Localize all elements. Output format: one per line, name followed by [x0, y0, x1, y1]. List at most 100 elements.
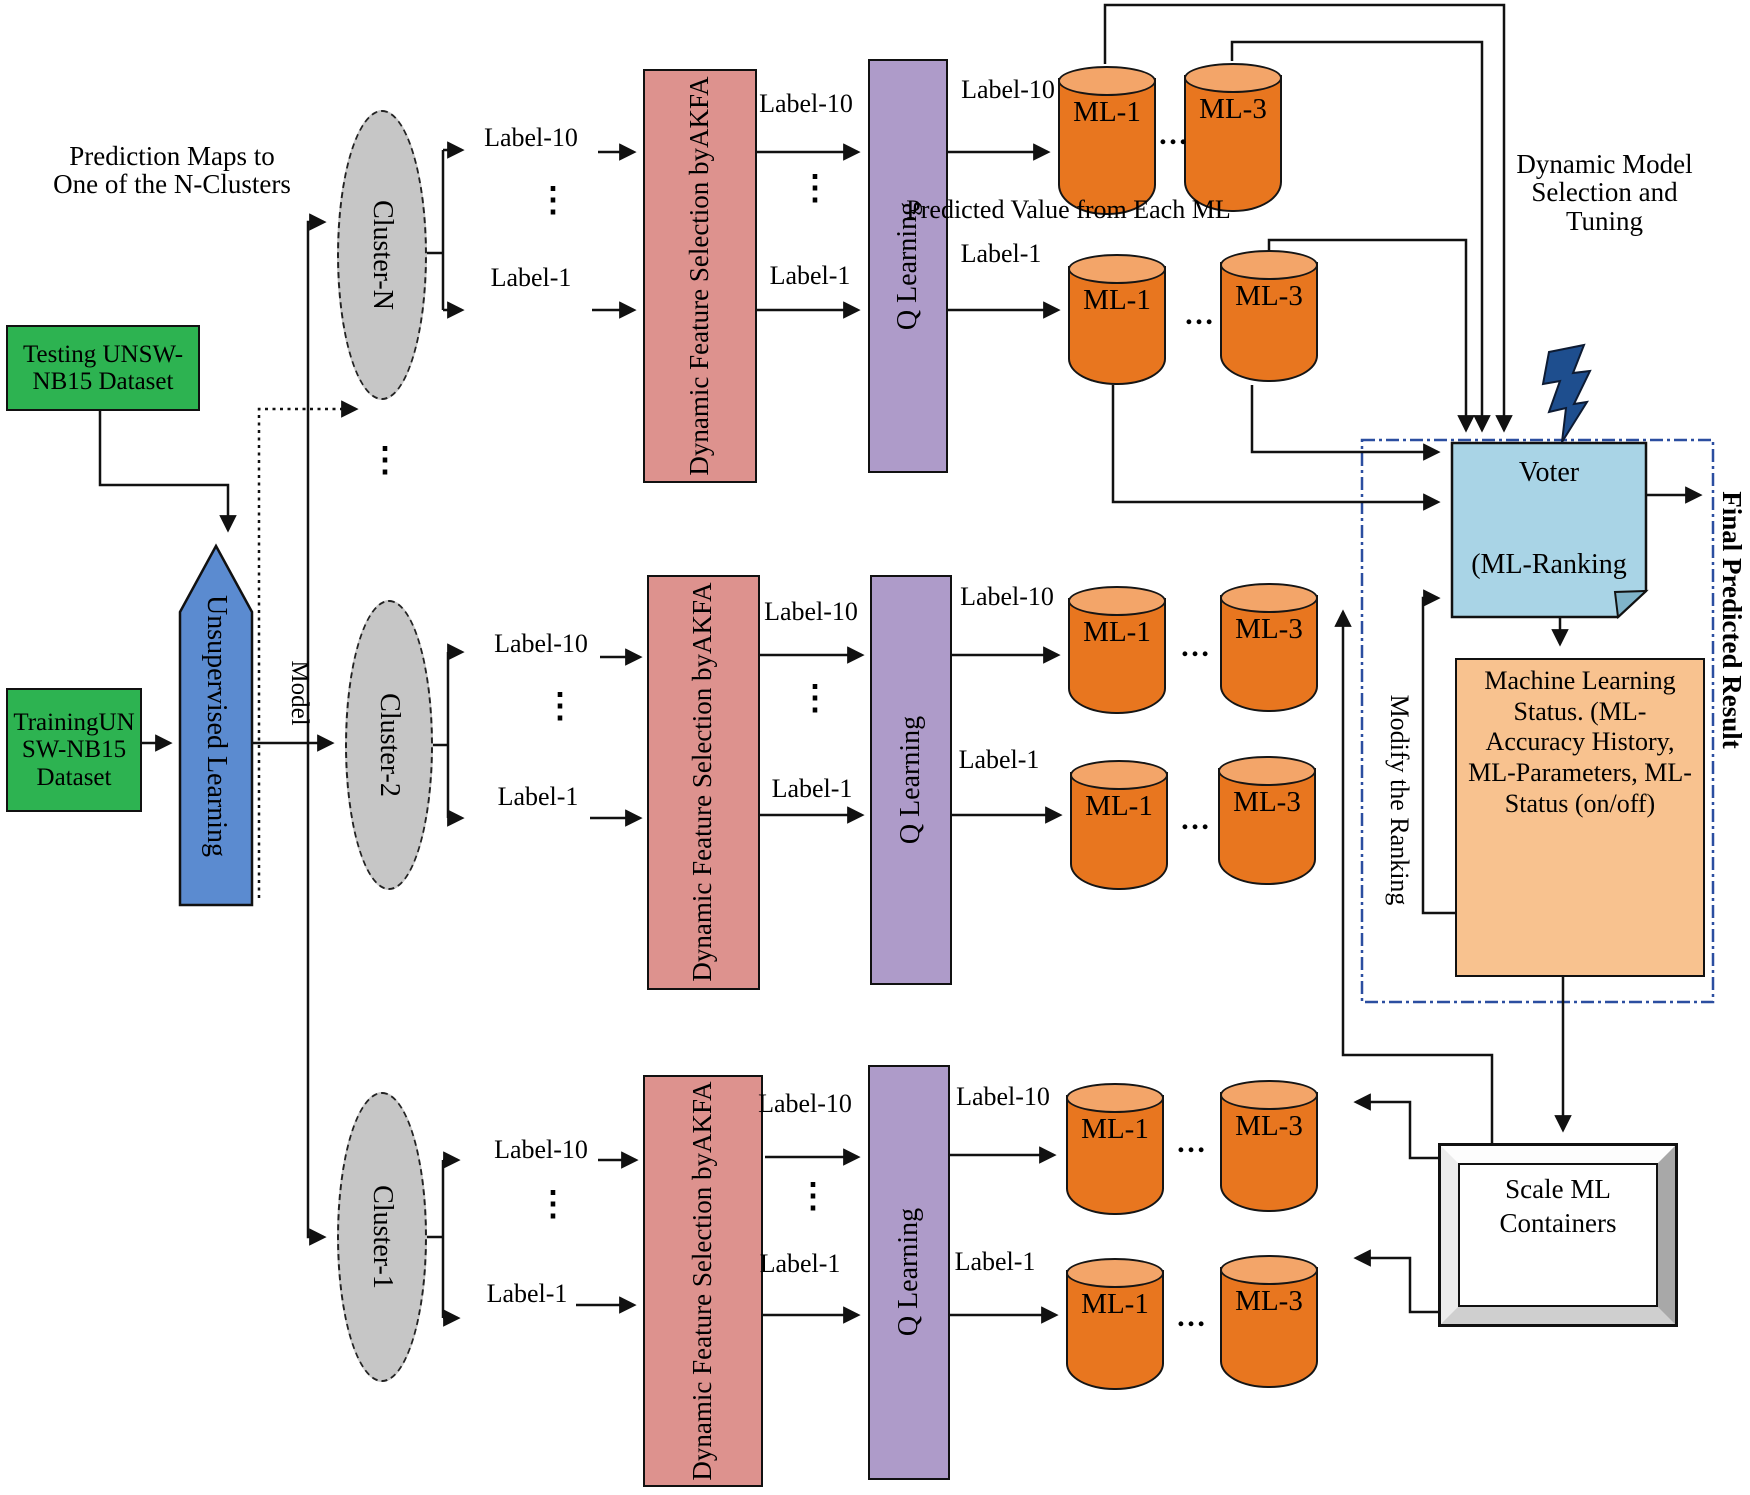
cylinder-top — [1218, 756, 1316, 786]
label-ellipsis: ⋮ — [536, 1186, 570, 1223]
scale-ml-containers-box: Scale ML Containers — [1438, 1143, 1678, 1327]
label10-text: Label-10 — [956, 1082, 1050, 1111]
final-result-label: Final Predicted Result — [1716, 491, 1747, 749]
cluster-n-label: Cluster-N — [367, 200, 399, 310]
cylinder-top — [1070, 760, 1168, 790]
qlearning-label-bottom: Q Learning — [892, 1207, 924, 1337]
ml-ellipsis: … — [1180, 803, 1210, 836]
qlearning-label-middle: Q Learning — [894, 715, 926, 845]
ml-container-cylinder: ML-3 — [1220, 1080, 1318, 1212]
ml-label: ML-3 — [1235, 613, 1303, 645]
cylinder-top — [1220, 1080, 1318, 1110]
ml-container-cylinder: ML-3 — [1184, 63, 1282, 212]
qlearning-box-bottom — [868, 1065, 950, 1480]
ml-ellipsis: … — [1184, 298, 1214, 331]
ml-container-cylinder: ML-3 — [1220, 583, 1318, 712]
cylinder-top — [1184, 63, 1282, 93]
cylinder-top — [1068, 254, 1166, 284]
cylinder-top — [1220, 1255, 1318, 1285]
label10-text: Label-10 — [484, 123, 578, 152]
ml-label: ML-1 — [1081, 1288, 1149, 1320]
label-ellipsis: ⋮ — [543, 688, 577, 725]
akfa-line2: AKFA — [687, 582, 718, 654]
cluster-2-label: Cluster-2 — [374, 693, 406, 797]
ml-label: ML-3 — [1235, 1110, 1303, 1142]
ml-container-cylinder: ML-1 — [1066, 1083, 1164, 1215]
voter-folded-corner — [1613, 589, 1649, 620]
ml-label: ML-3 — [1233, 786, 1301, 818]
label1-text: Label-1 — [490, 263, 572, 292]
dynamic-model-note: Dynamic Model Selection and Tuning — [1516, 149, 1693, 236]
ml-label: ML-1 — [1081, 1113, 1149, 1145]
training-dataset-box: TrainingUNSW-NB15 Dataset — [6, 688, 142, 812]
dotted-test-path — [257, 400, 359, 898]
predicted-value-note: Predicted Value from Each ML — [906, 195, 1231, 224]
ml-label: ML-3 — [1199, 93, 1267, 125]
akfa-box-bottom — [643, 1075, 763, 1487]
cylinder-top — [1066, 1083, 1164, 1113]
label1-text: Label-1 — [771, 774, 853, 803]
label1-text: Label-1 — [960, 239, 1042, 268]
ml-ellipsis: … — [1176, 1300, 1206, 1333]
cluster-ellipsis: ⋮ — [368, 442, 402, 479]
label-ellipsis: ⋮ — [798, 680, 832, 717]
label-ellipsis: ⋮ — [798, 170, 832, 207]
voter-subtitle: (ML-Ranking — [1471, 549, 1627, 580]
voter-title: Voter — [1518, 457, 1580, 488]
label10-text: Label-10 — [494, 1135, 588, 1164]
ml-label: ML-1 — [1073, 96, 1141, 128]
ml-label: ML-3 — [1235, 280, 1303, 312]
cylinder-top — [1058, 66, 1156, 96]
cylinder-top — [1220, 250, 1318, 280]
dynamic-selection-boundary — [1360, 438, 1715, 1004]
ml-container-cylinder: ML-3 — [1218, 756, 1316, 885]
label-ellipsis: ⋮ — [536, 182, 570, 219]
akfa-box-middle — [647, 575, 760, 990]
label10-text: Label-10 — [764, 597, 858, 626]
label-ellipsis: ⋮ — [796, 1178, 830, 1215]
akfa-line2: AKFA — [684, 76, 715, 148]
akfa-box-top — [643, 69, 757, 483]
akfa-line2: AKFA — [687, 1081, 718, 1153]
akfa-line1: Dynamic Feature Selection by — [684, 147, 715, 476]
ml-ellipsis: … — [1180, 630, 1210, 663]
label10-text: Label-10 — [961, 75, 1055, 104]
prediction-maps-note: Prediction Maps to One of the N-Clusters — [53, 141, 291, 200]
qlearning-label-top: Q Learning — [891, 201, 923, 331]
ml-container-cylinder: ML-1 — [1068, 586, 1166, 714]
akfa-line1: Dynamic Feature Selection by — [687, 653, 718, 982]
label1-text: Label-1 — [769, 261, 851, 290]
ml-ellipsis: … — [1158, 118, 1188, 151]
label1-text: Label-1 — [497, 782, 579, 811]
unsupervised-learning-shape — [178, 543, 254, 907]
akfa-line1: Dynamic Feature Selection by — [687, 1152, 718, 1481]
ml-label: ML-1 — [1085, 790, 1153, 822]
ml-label: ML-1 — [1083, 284, 1151, 316]
scale-ml-containers-label: Scale ML Containers — [1458, 1163, 1658, 1307]
label1-text: Label-1 — [954, 1247, 1036, 1276]
cylinder-top — [1220, 583, 1318, 613]
unsupervised-learning-label: Unsupervised Learning — [201, 594, 233, 858]
label1-text: Label-1 — [759, 1249, 841, 1278]
qlearning-box-top — [868, 59, 948, 473]
label10-text: Label-10 — [759, 89, 853, 118]
scale-frame-bevel — [1441, 1146, 1675, 1324]
label10-text: Label-10 — [494, 629, 588, 658]
ml-container-cylinder: ML-1 — [1058, 66, 1156, 215]
ml-container-cylinder: ML-1 — [1068, 254, 1166, 385]
cluster-1-label: Cluster-1 — [367, 1185, 399, 1289]
ml-container-cylinder: ML-3 — [1220, 250, 1318, 382]
ml-ellipsis: … — [1176, 1126, 1206, 1159]
qlearning-box-middle — [870, 575, 952, 985]
cluster-2-ellipse — [345, 600, 433, 890]
ml-container-cylinder: ML-3 — [1220, 1255, 1318, 1388]
cylinder-top — [1068, 586, 1166, 616]
label10-text: Label-10 — [960, 582, 1054, 611]
cluster-1-ellipse — [337, 1092, 427, 1382]
ml-status-box: Machine Learning Status. (ML-Accuracy Hi… — [1455, 658, 1705, 977]
label1-text: Label-1 — [486, 1279, 568, 1308]
